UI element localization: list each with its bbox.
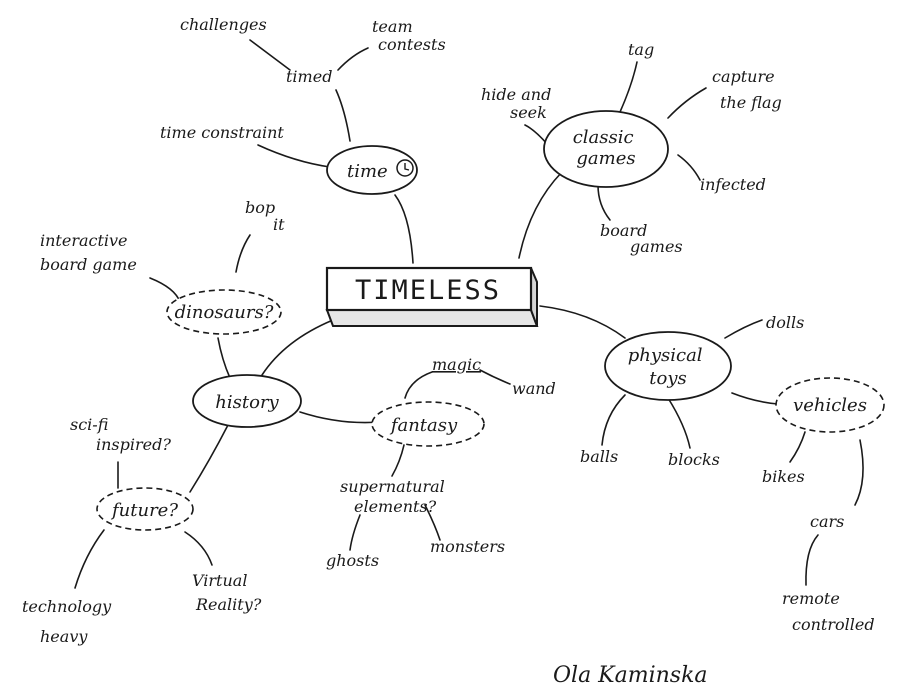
node-label-history: history xyxy=(215,392,279,413)
label-virtual-reality: Virtual Reality? xyxy=(192,571,262,614)
signature: Ola Kaminska xyxy=(553,663,708,688)
line-timed-challenges xyxy=(249,39,291,71)
label-wand: wand xyxy=(512,379,556,398)
node-classic-games: classic games xyxy=(543,110,669,188)
line-toys-dolls xyxy=(724,319,763,339)
line-classic-flag xyxy=(667,87,707,119)
node-label-classic-games: classic games xyxy=(573,127,640,169)
line-toys-blocks xyxy=(667,397,691,449)
label-timed: timed xyxy=(286,67,332,86)
node-dinosaurs: dinosaurs? xyxy=(166,289,282,335)
line-future-vr xyxy=(184,531,213,566)
line-center-time xyxy=(394,194,414,264)
line-toys-balls xyxy=(601,394,626,446)
node-time: time xyxy=(326,145,418,195)
line-dino-bop xyxy=(235,234,251,273)
line-dino-interactive xyxy=(149,277,181,303)
node-label-vehicles: vehicles xyxy=(793,395,867,416)
node-future: future? xyxy=(96,487,194,531)
label-dolls: dolls xyxy=(766,313,804,332)
line-time-timed xyxy=(335,89,351,142)
label-cars: cars xyxy=(810,512,844,531)
line-classic-infected xyxy=(677,154,701,181)
clock-icon xyxy=(396,159,414,177)
label-team-contests: team contests xyxy=(372,17,446,54)
line-center-classic xyxy=(518,171,563,259)
line-center-history xyxy=(261,319,334,376)
node-history: history xyxy=(192,374,302,428)
line-timed-contests xyxy=(337,47,369,71)
label-tag: tag xyxy=(628,40,654,59)
node-physical-toys: physical toys xyxy=(604,331,732,401)
line-history-fantasy xyxy=(299,411,381,424)
line-cars-remote xyxy=(805,534,819,586)
label-time-constraint: time constraint xyxy=(160,123,284,142)
node-fantasy: fantasy xyxy=(371,401,485,447)
line-magic-wand xyxy=(479,369,511,385)
label-challenges: challenges xyxy=(180,15,267,34)
label-bikes: bikes xyxy=(762,467,805,486)
node-label-fantasy: fantasy xyxy=(389,415,458,436)
line-history-dino xyxy=(217,337,231,379)
center-node: TIMELESS xyxy=(325,266,539,327)
node-vehicles: vehicles xyxy=(775,377,885,433)
label-infected: infected xyxy=(700,175,766,194)
label-ghosts: ghosts xyxy=(326,551,379,570)
line-classic-tag xyxy=(619,61,638,113)
line-vehicles-bikes xyxy=(789,431,806,463)
line-future-tech xyxy=(74,529,105,589)
label-remote-controlled: remote controlled xyxy=(782,589,875,634)
label-scifi-inspired: sci-fi inspired? xyxy=(70,415,171,454)
label-board-games: board games xyxy=(600,221,683,256)
leaf-labels: challenges team contests timed time cons… xyxy=(22,15,875,646)
line-history-future xyxy=(189,424,229,493)
line-center-toys xyxy=(539,305,626,339)
node-label-dinosaurs: dinosaurs? xyxy=(175,302,274,323)
label-monsters: monsters xyxy=(430,537,505,556)
line-super-ghosts xyxy=(349,514,361,551)
label-magic: magic xyxy=(432,355,481,374)
label-balls: balls xyxy=(580,447,618,466)
label-interactive-board-game: interactive board game xyxy=(40,231,137,274)
clock-hands-icon xyxy=(404,163,410,171)
label-technology-heavy: technology heavy xyxy=(22,597,116,646)
node-label-time: time xyxy=(347,161,388,182)
line-vehicles-cars xyxy=(854,439,864,506)
label-bop-it: bop it xyxy=(245,198,285,234)
center-label: TIMELESS xyxy=(355,275,501,306)
line-super-monsters xyxy=(424,504,441,541)
label-hide-and-seek: hide and seek xyxy=(481,85,556,122)
line-fantasy-magic xyxy=(404,371,433,399)
node-label-physical-toys: physical toys xyxy=(628,345,709,389)
line-fantasy-super xyxy=(391,444,405,477)
line-time-constraint xyxy=(257,144,331,168)
connector-lines xyxy=(74,39,864,589)
label-blocks: blocks xyxy=(668,450,720,469)
line-classic-board xyxy=(597,184,611,221)
label-capture-the-flag: capture the flag xyxy=(712,67,782,112)
node-label-future: future? xyxy=(110,500,178,521)
label-supernatural-elements: supernatural elements? xyxy=(340,477,450,516)
line-toys-vehicles xyxy=(731,392,779,405)
